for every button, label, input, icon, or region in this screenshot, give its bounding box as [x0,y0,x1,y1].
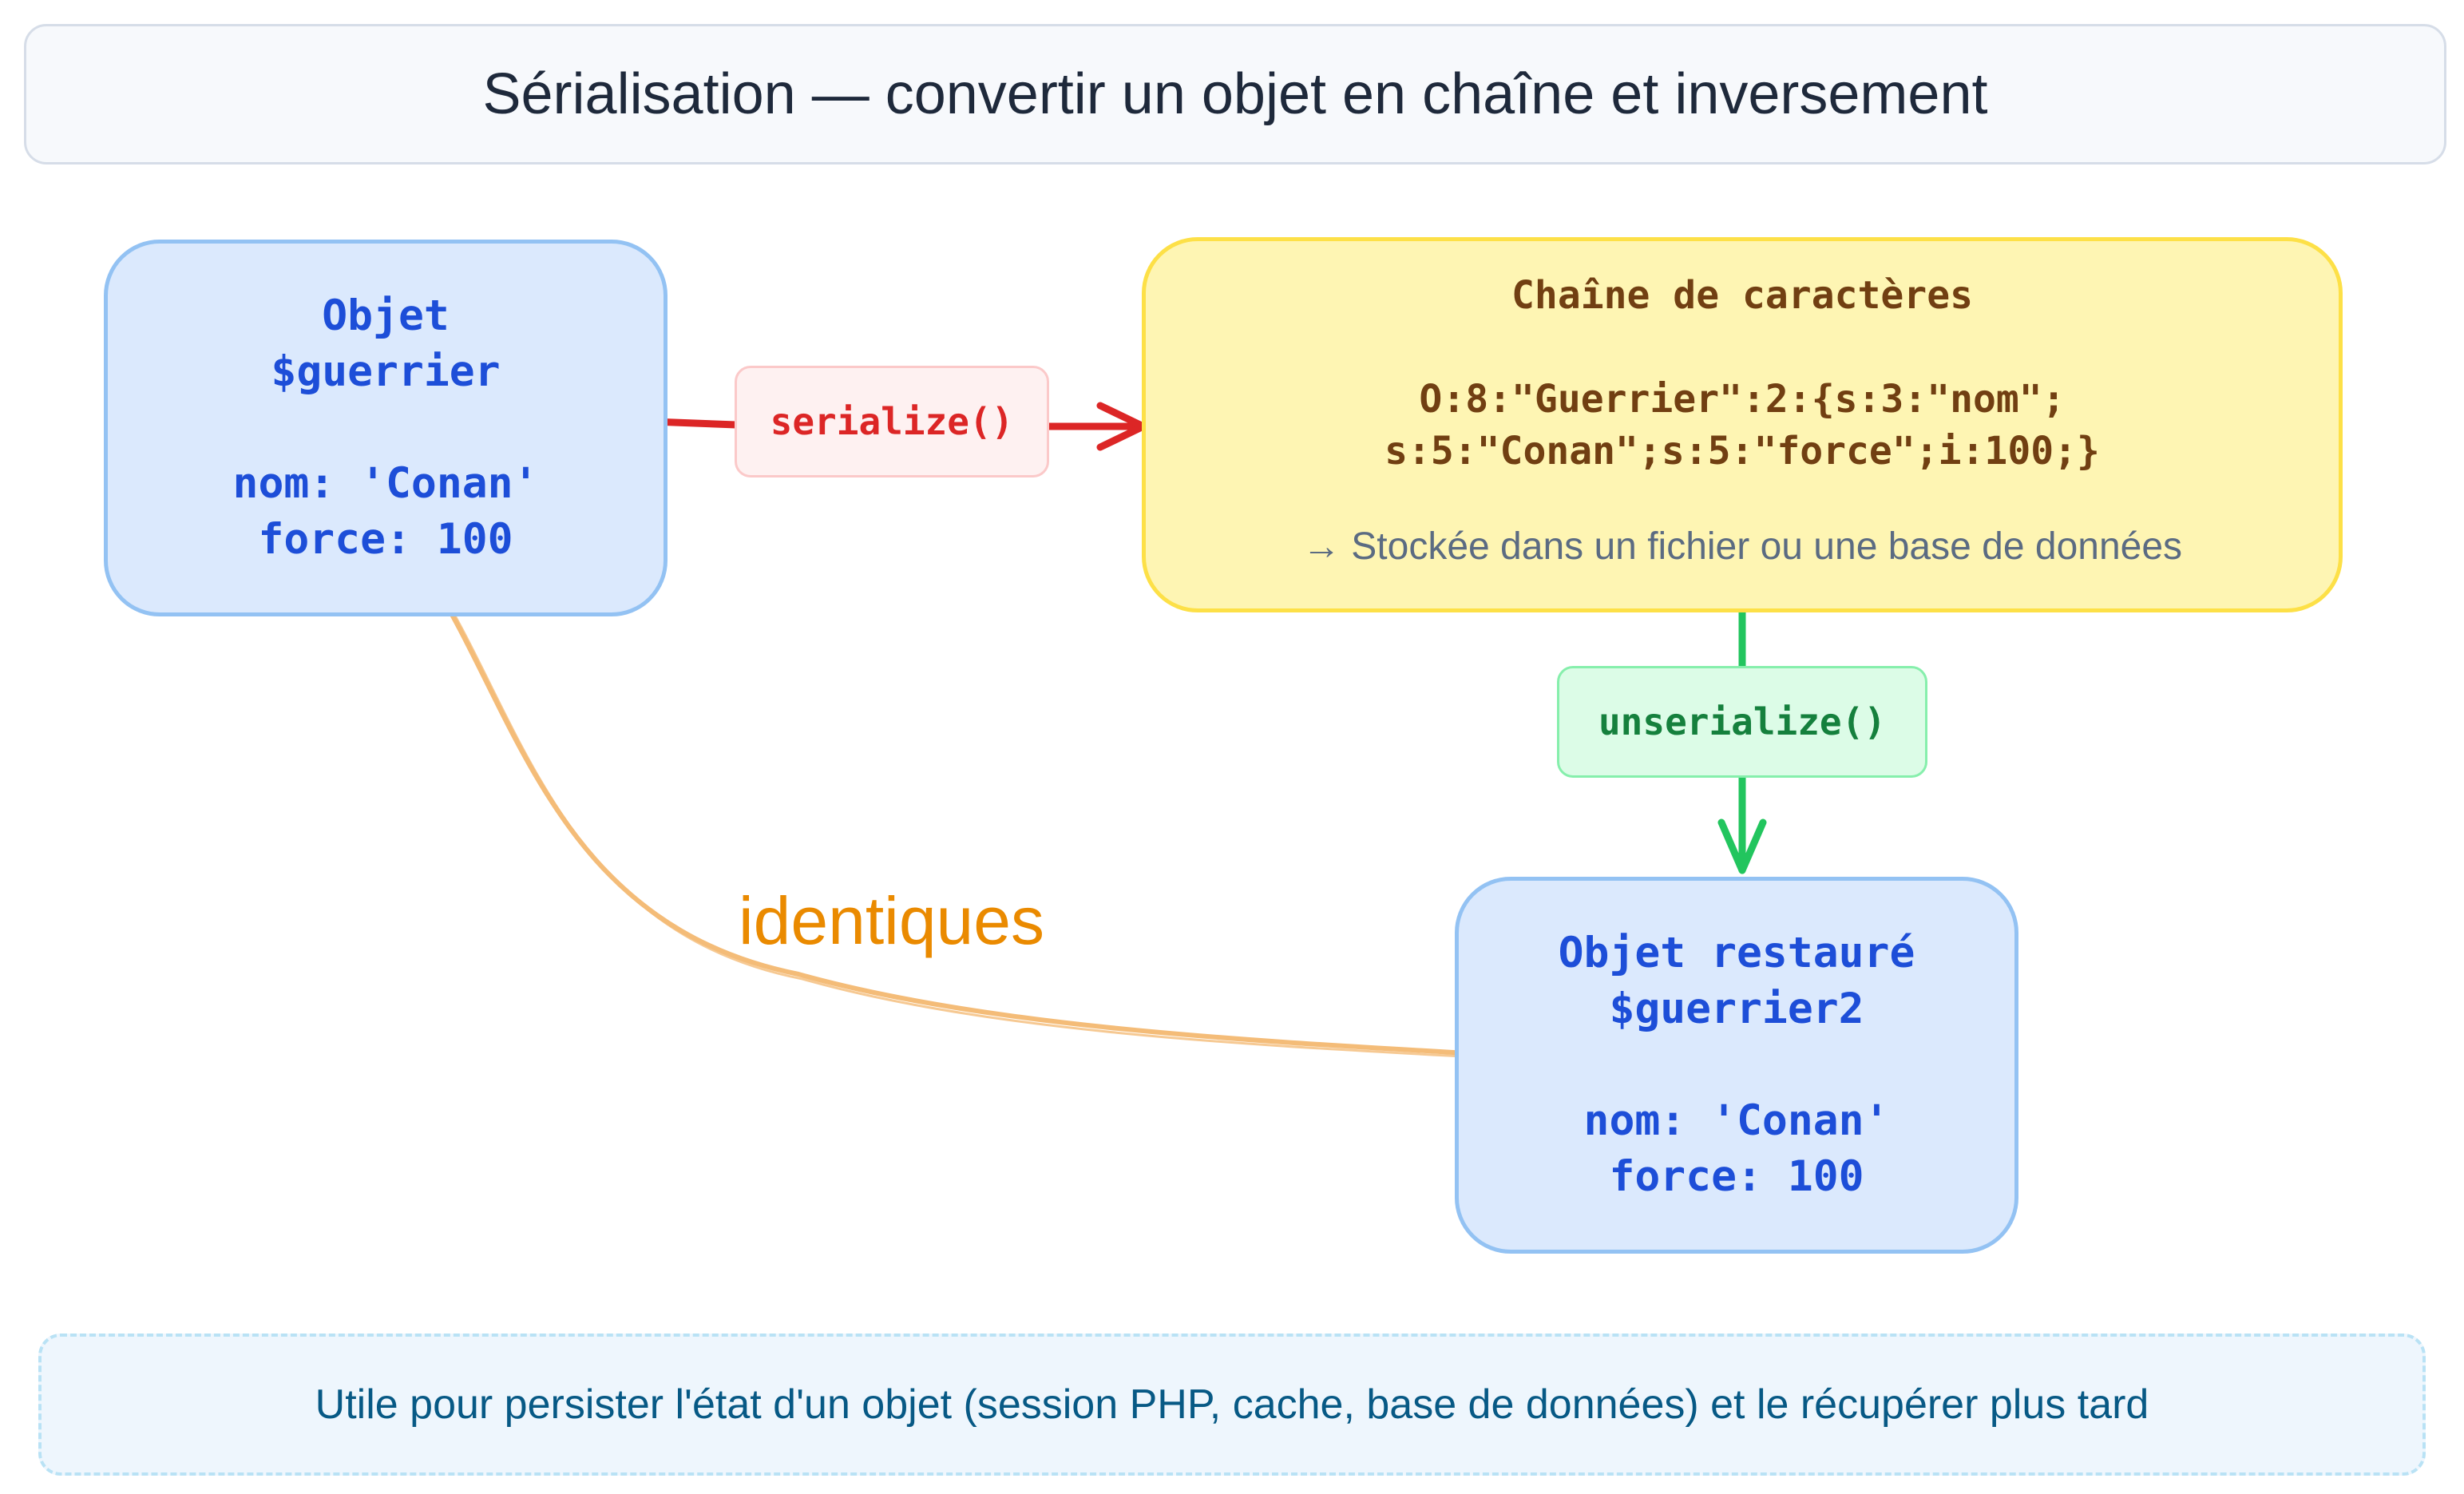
page-title: Sérialisation — convertir un objet en ch… [482,62,1988,126]
restored-object-variable: $guerrier2 [1609,985,1864,1033]
original-object-prop-nom: nom: 'Conan' [232,459,539,508]
original-object-label: Objet [322,291,450,340]
identiques-annotation: identiques [739,883,1044,958]
unserialize-function-pill: unserialize() [1557,666,1927,778]
title-banner: Sérialisation — convertir un objet en ch… [24,24,2446,164]
unserialize-arrow-head [1717,818,1767,874]
original-object-box: Objet $guerrier nom: 'Conan' force: 100 [104,240,667,616]
restored-object-box: Objet restauré $guerrier2 nom: 'Conan' f… [1455,877,2018,1254]
identiques-curve-echo [434,581,1507,1060]
serialized-string-line-1: O:8:"Guerrier":2:{s:3:"nom"; [1419,377,2066,422]
serialized-string-line-2: s:5:"Conan";s:5:"force";i:100;} [1385,429,2100,474]
restored-object-prop-nom: nom: 'Conan' [1583,1096,1890,1145]
serialize-function-pill: serialize() [735,366,1049,478]
identiques-curve [429,577,1511,1058]
restored-object-prop-force: force: 100 [1609,1152,1864,1201]
serialized-string-note: → Stockée dans un fichier ou une base de… [1301,525,2183,568]
footer-note-text: Utile pour persister l'état d'un objet (… [315,1381,2149,1428]
serialized-string-box: Chaîne de caractères O:8:"Guerrier":2:{s… [1142,237,2343,612]
original-object-variable: $guerrier [271,347,501,396]
restored-object-label: Objet restauré [1558,929,1915,977]
footer-note-box: Utile pour persister l'état d'un objet (… [38,1334,2426,1476]
original-object-prop-force: force: 100 [258,515,513,564]
serialized-string-title: Chaîne de caractères [1511,273,1973,318]
